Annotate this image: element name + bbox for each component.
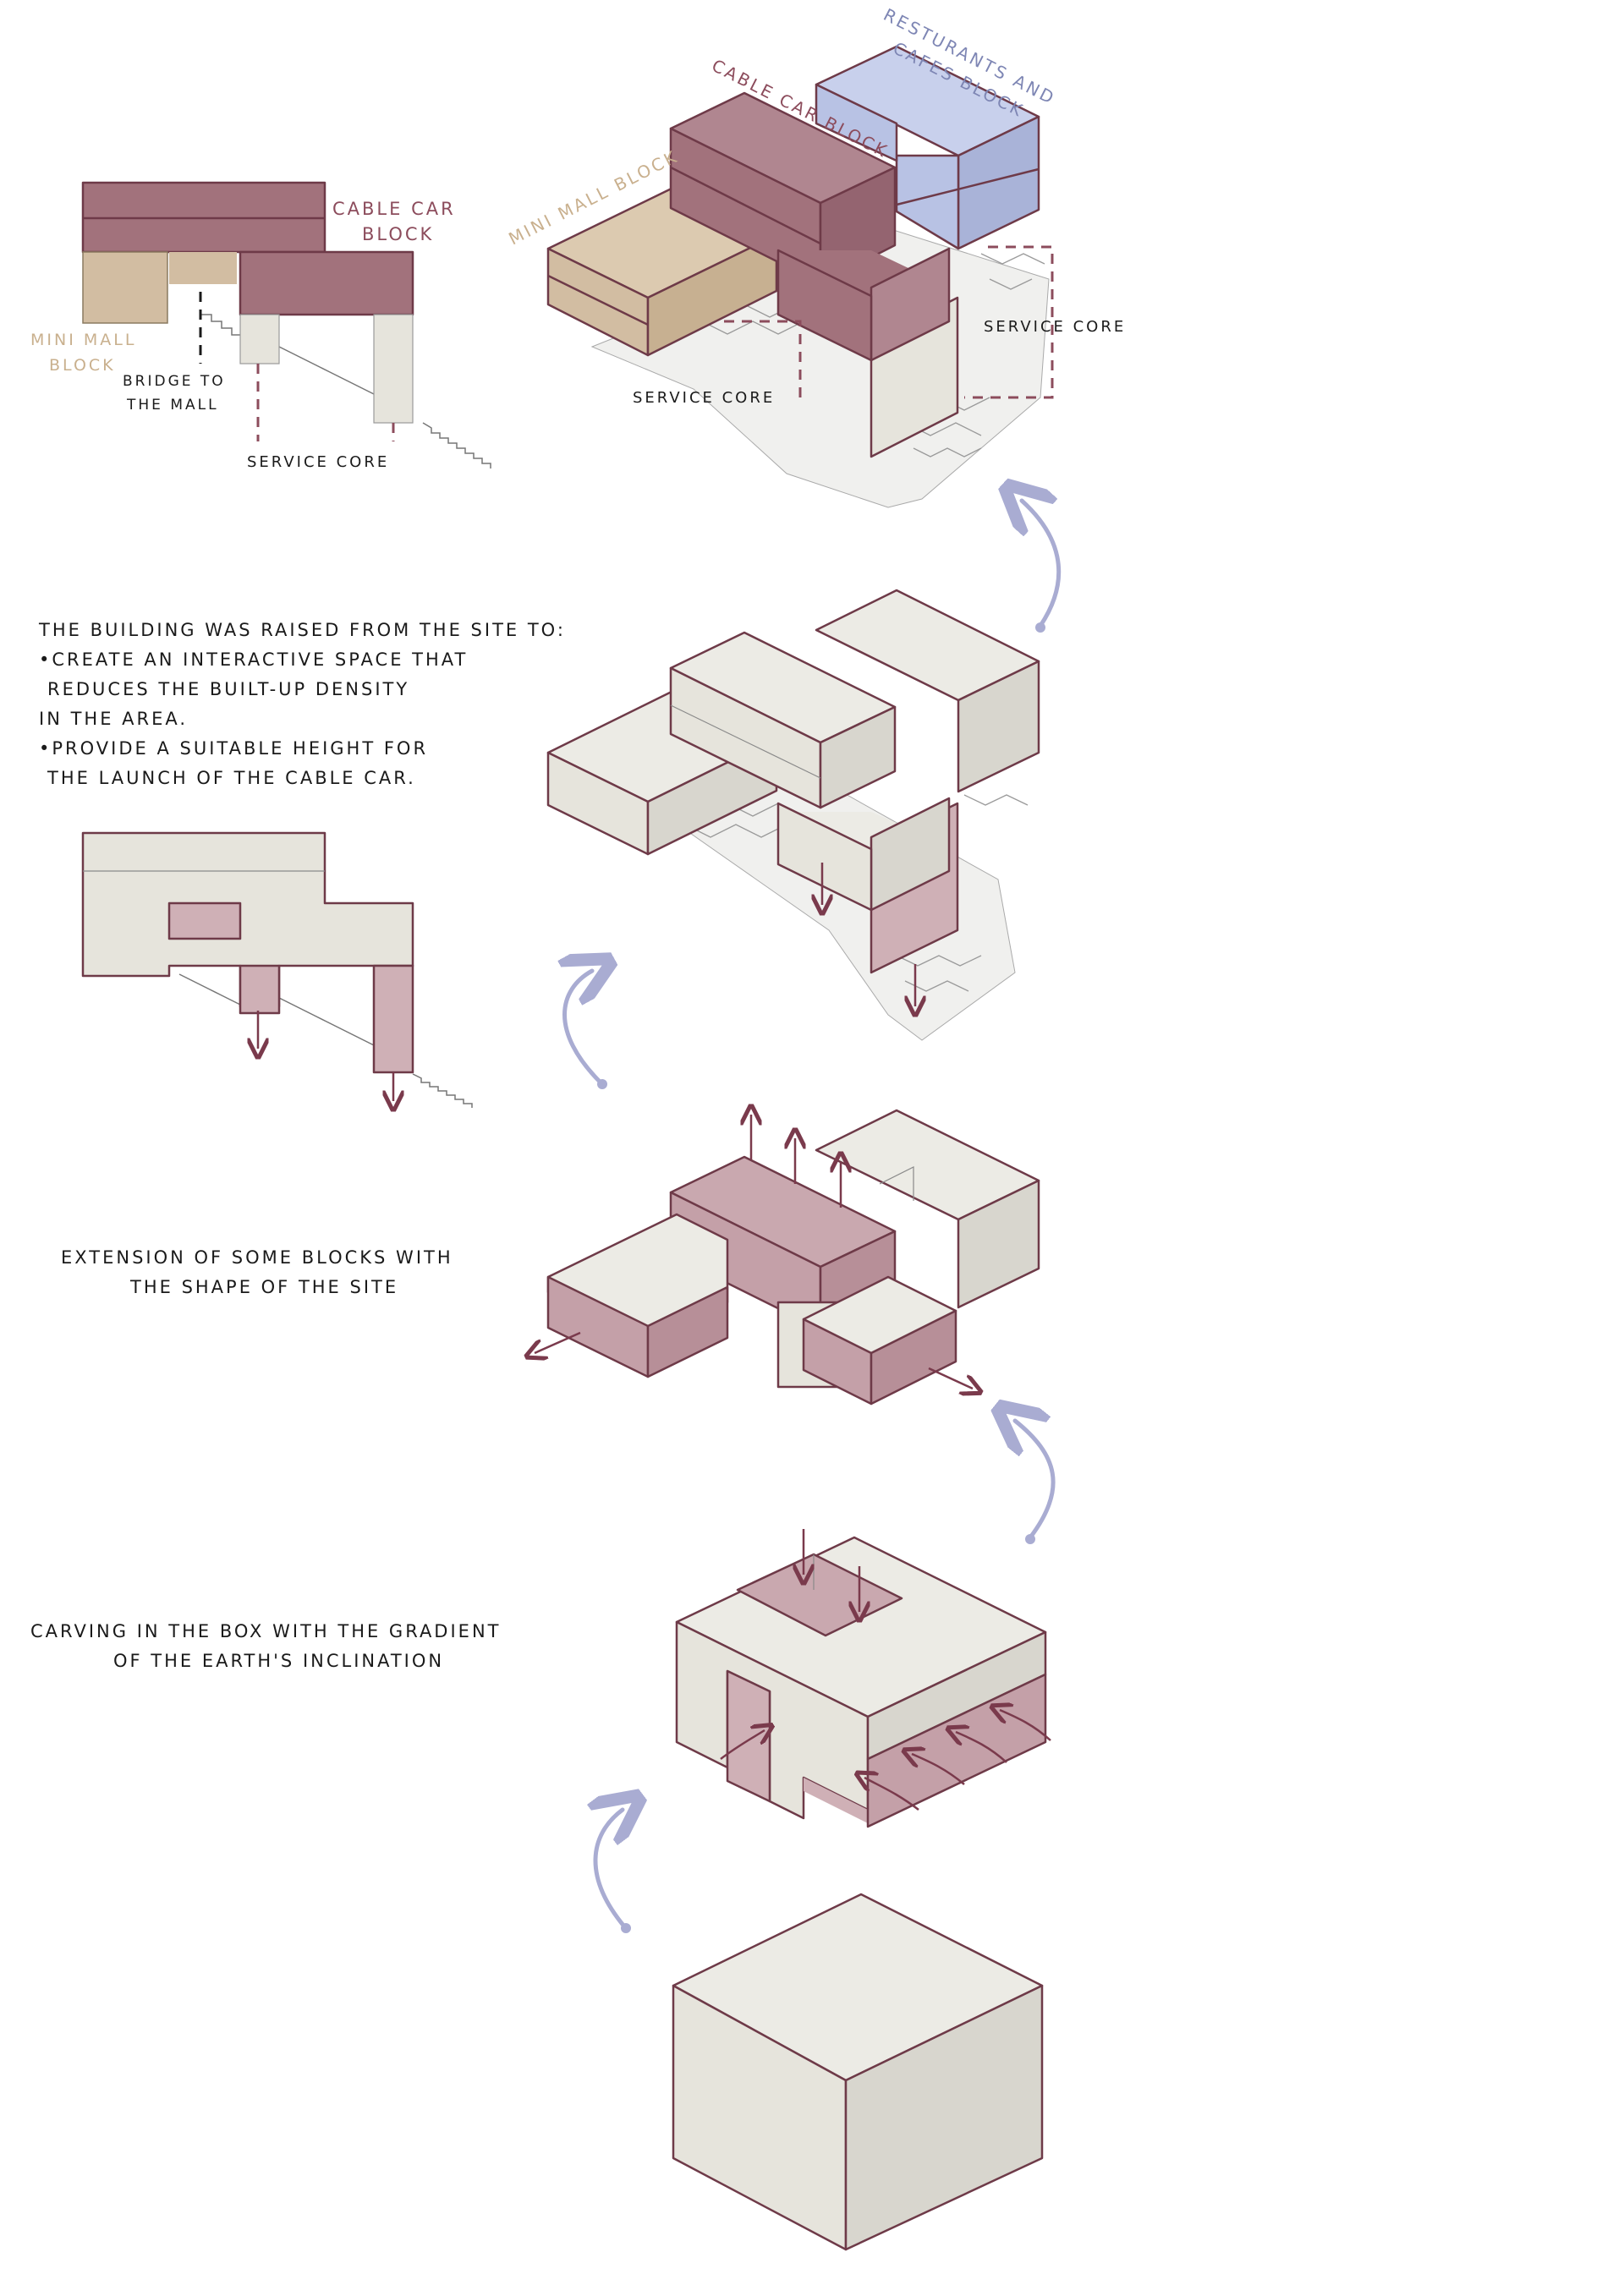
iso-cable-car-block bbox=[669, 91, 951, 362]
raised-massing-iso bbox=[546, 589, 1040, 1041]
base-box-iso bbox=[672, 1893, 1044, 2251]
flow-arrow-4 bbox=[595, 1810, 624, 1929]
flow-arrow-4-dot bbox=[621, 1923, 631, 1933]
iso-service-core-label-right: SERVICE CORE bbox=[984, 318, 1126, 336]
extension-massing-iso bbox=[535, 1110, 1040, 1406]
raised-section-core-right bbox=[372, 964, 414, 1074]
svg-text:The building was raised from t: The building was raised from the site to… bbox=[38, 620, 566, 640]
final-massing-iso: RESTURANTS AND CAFES BLOCK CABLE CAR BLO… bbox=[505, 4, 1126, 508]
carve-arrow-7 bbox=[1000, 1710, 1051, 1741]
iso-restaurants-block bbox=[815, 45, 1040, 250]
section-diagram: Cable car block MINI MALL BLOCK BRIDGE T… bbox=[30, 181, 491, 471]
section-bridge-label-2: THE MALL bbox=[126, 397, 219, 414]
iso-service-core-dash-right bbox=[964, 245, 1054, 399]
section-cable-car-label-1: Cable car bbox=[332, 199, 456, 219]
flow-arrow-1 bbox=[1022, 501, 1062, 628]
carve-arrow-4 bbox=[864, 1778, 919, 1811]
ext-arrow-5 bbox=[928, 1367, 973, 1389]
raised-section bbox=[81, 831, 473, 1108]
carving-text: Carving in the box with the gradient of … bbox=[30, 1621, 501, 1671]
carve-arrow-5 bbox=[912, 1754, 965, 1785]
svg-text:•Provide a suitable height for: •Provide a suitable height for bbox=[39, 738, 428, 759]
section-cable-car-lower bbox=[239, 250, 414, 316]
section-bridge bbox=[169, 252, 237, 284]
svg-text:the shape of the site: the shape of the site bbox=[129, 1277, 398, 1297]
iso-service-core-label-left: SERVICE CORE bbox=[633, 389, 775, 407]
section-bridge-label-1: BRIDGE TO bbox=[123, 373, 226, 390]
raised-section-stairs bbox=[178, 973, 473, 1108]
svg-text:Carving in the box with the gr: Carving in the box with the gradient bbox=[30, 1621, 501, 1641]
raised-text: The building was raised from the site to… bbox=[38, 620, 566, 788]
section-mini-mall-block bbox=[82, 251, 168, 324]
section-mini-mall-label-1: MINI MALL bbox=[30, 331, 136, 349]
svg-text:•Create an interactive space t: •Create an interactive space that bbox=[39, 649, 468, 670]
carve-arrow-3 bbox=[720, 1730, 765, 1760]
svg-text:the launch of the cable car.: the launch of the cable car. bbox=[47, 768, 416, 788]
flow-arrow-3 bbox=[1015, 1421, 1056, 1540]
raised-blocks bbox=[546, 589, 1040, 912]
iso-service-core-dash-left bbox=[724, 320, 802, 397]
extension-text: Extension of some blocks with the shape … bbox=[61, 1247, 453, 1297]
section-cable-car-label-2: block bbox=[362, 224, 434, 244]
carve-arrow-6 bbox=[956, 1732, 1007, 1763]
svg-text:in the area.: in the area. bbox=[39, 709, 188, 729]
svg-text:Extension of some blocks with: Extension of some blocks with bbox=[61, 1247, 453, 1268]
section-mini-mall-label-2: BLOCK bbox=[49, 356, 116, 375]
ext-arrow-4 bbox=[535, 1331, 581, 1353]
carving-massing-iso bbox=[675, 1529, 1051, 1828]
section-service-core-label: SERVICE CORE bbox=[247, 453, 389, 471]
flow-arrow-2-dot bbox=[597, 1079, 607, 1089]
section-core-right bbox=[373, 314, 414, 424]
flow-arrow-1-dot bbox=[1035, 622, 1045, 633]
svg-text:reduces the built-up density: reduces the built-up density bbox=[47, 679, 409, 699]
svg-text:of the earth's inclination: of the earth's inclination bbox=[113, 1651, 444, 1671]
raised-section-bridge bbox=[167, 901, 242, 940]
flow-arrow-2 bbox=[565, 971, 601, 1085]
raised-section-core-left bbox=[239, 964, 281, 1015]
section-core-left bbox=[239, 314, 280, 364]
flow-arrow-3-dot bbox=[1025, 1534, 1035, 1544]
